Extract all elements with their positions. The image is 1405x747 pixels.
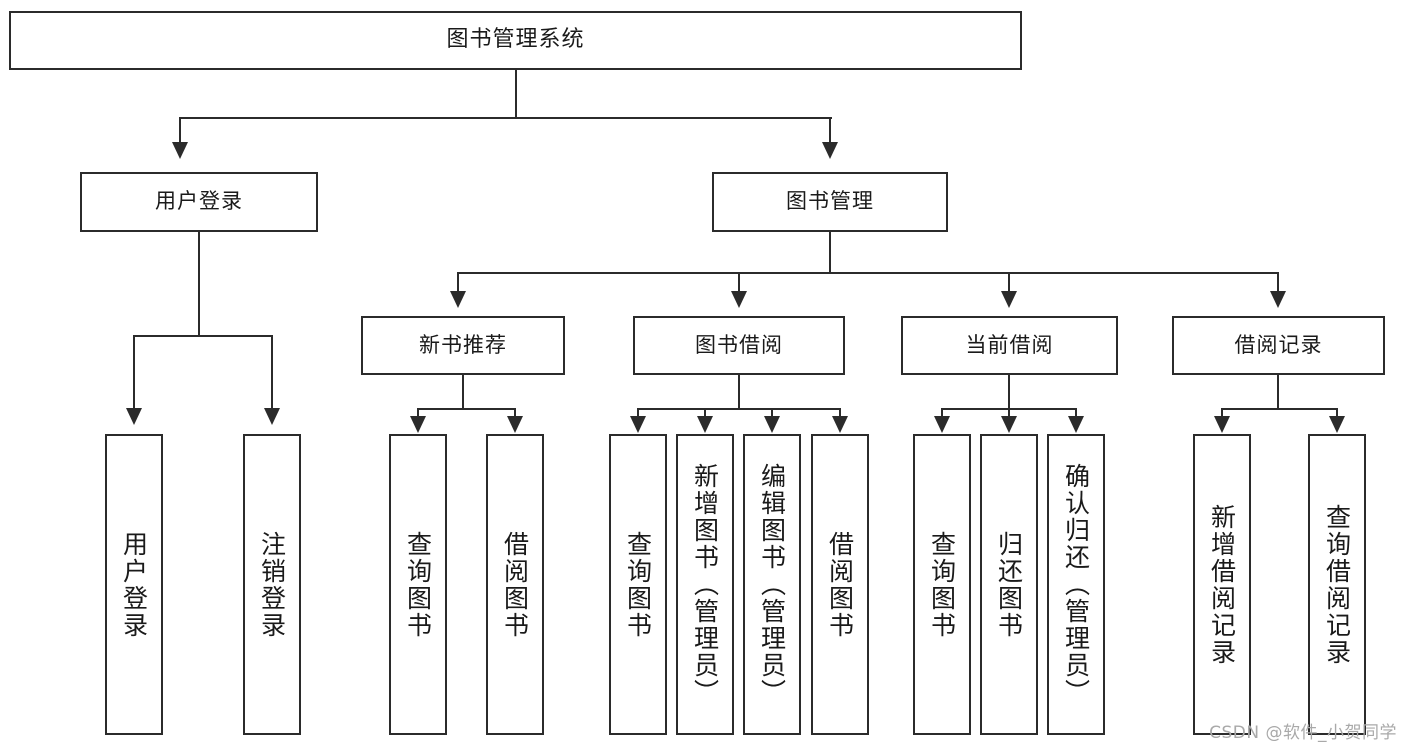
arrow-new-book-leaf-2 xyxy=(507,416,523,433)
leaf-borrow-query-book[interactable]: 查询图书 xyxy=(609,434,667,735)
leaf-record-add[interactable]: 新增借阅记录 xyxy=(1193,434,1251,735)
leaf-label: 查询借阅记录 xyxy=(1322,503,1352,666)
node-label: 用户登录 xyxy=(155,189,243,214)
node-root-system[interactable]: 图书管理系统 xyxy=(9,11,1022,70)
connector-book-borrow-drop-1 xyxy=(637,408,639,418)
connector-borrow-record-drop-2 xyxy=(1336,408,1338,418)
connector-current-borrow-drop-2 xyxy=(1008,408,1010,418)
connector-to-borrow-record xyxy=(1277,272,1279,292)
connector-user-login-bus xyxy=(133,335,273,337)
leaf-new-book-borrow[interactable]: 借阅图书 xyxy=(486,434,544,735)
arrow-new-book-leaf-1 xyxy=(410,416,426,433)
leaf-label: 借阅图书 xyxy=(500,530,530,639)
connector-to-book-manage xyxy=(829,117,831,143)
node-label: 借阅记录 xyxy=(1234,332,1323,357)
leaf-label: 查询图书 xyxy=(927,530,957,639)
node-book-management[interactable]: 图书管理 xyxy=(712,172,948,232)
arrow-to-current-borrow xyxy=(1001,291,1017,308)
leaf-new-book-query[interactable]: 查询图书 xyxy=(389,434,447,735)
node-label: 图书管理系统 xyxy=(446,27,585,53)
arrow-book-borrow-leaf-4 xyxy=(832,416,848,433)
leaf-current-return-book[interactable]: 归还图书 xyxy=(980,434,1038,735)
leaf-label: 编辑图书（管理员） xyxy=(757,463,787,706)
arrow-to-book-manage xyxy=(822,142,838,159)
connector-borrow-record-stem xyxy=(1277,375,1279,409)
leaf-current-confirm-return[interactable]: 确认归还（管理员） xyxy=(1047,434,1105,735)
connector-to-new-book xyxy=(457,272,459,292)
connector-new-book-drop-2 xyxy=(514,408,516,418)
leaf-current-query-book[interactable]: 查询图书 xyxy=(913,434,971,735)
leaf-user-login[interactable]: 用户登录 xyxy=(105,434,163,735)
arrow-current-borrow-leaf-3 xyxy=(1068,416,1084,433)
arrow-borrow-record-leaf-2 xyxy=(1329,416,1345,433)
connector-book-borrow-drop-2 xyxy=(704,408,706,418)
node-label: 新书推荐 xyxy=(419,332,507,357)
arrow-user-login-leaf-1 xyxy=(126,408,142,425)
arrow-book-borrow-leaf-2 xyxy=(697,416,713,433)
connector-to-user-login xyxy=(179,117,181,143)
arrow-to-user-login xyxy=(172,142,188,159)
arrow-user-login-leaf-2 xyxy=(264,408,280,425)
arrow-to-book-borrow xyxy=(731,291,747,308)
leaf-borrow-borrow-book[interactable]: 借阅图书 xyxy=(811,434,869,735)
node-label: 图书借阅 xyxy=(695,332,783,357)
node-label: 当前借阅 xyxy=(965,332,1054,357)
connector-book-borrow-stem xyxy=(738,375,740,409)
connector-current-borrow-drop-1 xyxy=(941,408,943,418)
connector-user-login-drop-2 xyxy=(271,335,273,409)
node-book-borrow[interactable]: 图书借阅 xyxy=(633,316,845,375)
leaf-label: 注销登录 xyxy=(257,530,287,639)
connector-level2-bus xyxy=(457,272,1279,274)
connector-user-login-stem xyxy=(198,232,200,336)
arrow-book-borrow-leaf-1 xyxy=(630,416,646,433)
leaf-record-query[interactable]: 查询借阅记录 xyxy=(1308,434,1366,735)
leaf-label: 借阅图书 xyxy=(825,530,855,639)
connector-new-book-bus xyxy=(417,408,516,410)
arrow-current-borrow-leaf-2 xyxy=(1001,416,1017,433)
arrow-book-borrow-leaf-3 xyxy=(764,416,780,433)
connector-level1-bus xyxy=(179,117,832,119)
connector-new-book-drop-1 xyxy=(417,408,419,418)
node-label: 图书管理 xyxy=(786,189,874,214)
connector-book-borrow-drop-3 xyxy=(771,408,773,418)
leaf-label: 查询图书 xyxy=(403,530,433,639)
connector-to-book-borrow xyxy=(738,272,740,292)
connector-borrow-record-drop-1 xyxy=(1221,408,1223,418)
leaf-borrow-edit-book[interactable]: 编辑图书（管理员） xyxy=(743,434,801,735)
leaf-label: 归还图书 xyxy=(994,530,1024,639)
leaf-label: 用户登录 xyxy=(119,530,149,639)
connector-current-borrow-drop-3 xyxy=(1075,408,1077,418)
leaf-label: 新增借阅记录 xyxy=(1207,503,1237,666)
connector-new-book-stem xyxy=(462,375,464,409)
arrow-current-borrow-leaf-1 xyxy=(934,416,950,433)
leaf-borrow-add-book[interactable]: 新增图书（管理员） xyxy=(676,434,734,735)
connector-borrow-record-bus xyxy=(1221,408,1338,410)
connector-current-borrow-stem xyxy=(1008,375,1010,409)
arrow-to-borrow-record xyxy=(1270,291,1286,308)
connector-book-manage-stem xyxy=(829,232,831,273)
connector-book-borrow-drop-4 xyxy=(839,408,841,418)
node-new-book-recommend[interactable]: 新书推荐 xyxy=(361,316,565,375)
node-borrow-record[interactable]: 借阅记录 xyxy=(1172,316,1385,375)
node-user-login[interactable]: 用户登录 xyxy=(80,172,318,232)
node-current-borrow[interactable]: 当前借阅 xyxy=(901,316,1118,375)
leaf-label: 新增图书（管理员） xyxy=(690,463,720,706)
arrow-borrow-record-leaf-1 xyxy=(1214,416,1230,433)
arrow-to-new-book xyxy=(450,291,466,308)
connector-to-current-borrow xyxy=(1008,272,1010,292)
connector-user-login-drop-1 xyxy=(133,335,135,409)
leaf-logout[interactable]: 注销登录 xyxy=(243,434,301,735)
connector-book-borrow-bus xyxy=(637,408,841,410)
connector-root-stem xyxy=(515,70,517,118)
leaf-label: 查询图书 xyxy=(623,530,653,639)
leaf-label: 确认归还（管理员） xyxy=(1061,463,1091,706)
